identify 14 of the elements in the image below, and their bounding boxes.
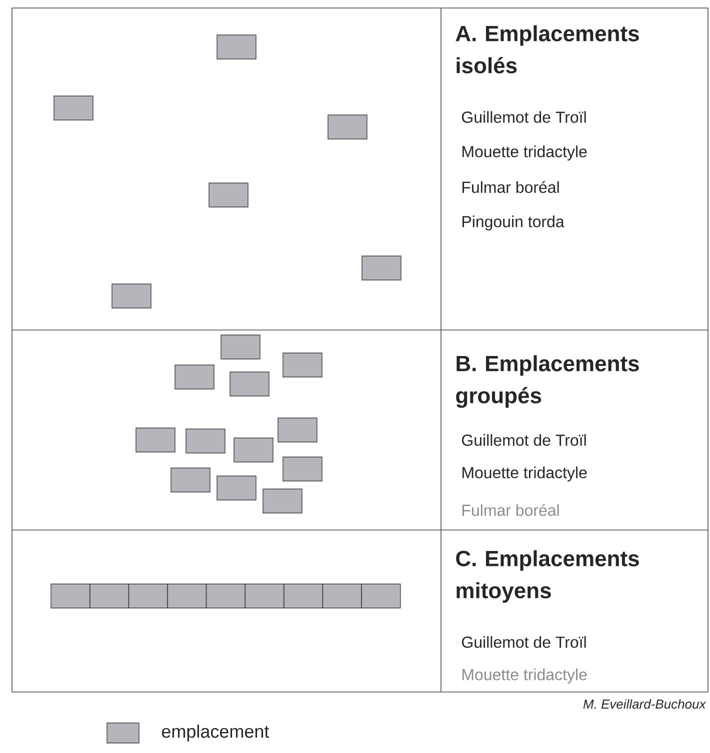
- species-name: Fulmar boréal: [462, 181, 559, 193]
- species-name: Mouette tridactyle: [462, 146, 587, 160]
- legend-label: emplacement: [162, 724, 270, 742]
- panel-heading: C. Emplacements mitoyens: [456, 550, 639, 603]
- species-name: Pingouin torda: [462, 216, 564, 230]
- species-name: Guillemot de Troïl: [462, 636, 586, 648]
- species-name: Mouette tridactyle: [462, 668, 587, 684]
- panel-heading: B. Emplacements groupés: [456, 355, 639, 408]
- species-name: Fulmar boréal: [462, 504, 559, 516]
- species-name: Guillemot de Troïl: [462, 111, 586, 123]
- panel-heading: A. Emplacements isolés: [456, 25, 639, 74]
- author-credit: M. Eveillard-Buchoux: [583, 699, 706, 709]
- species-name: Guillemot de Troïl: [462, 434, 586, 446]
- species-name: Mouette tridactyle: [462, 466, 587, 482]
